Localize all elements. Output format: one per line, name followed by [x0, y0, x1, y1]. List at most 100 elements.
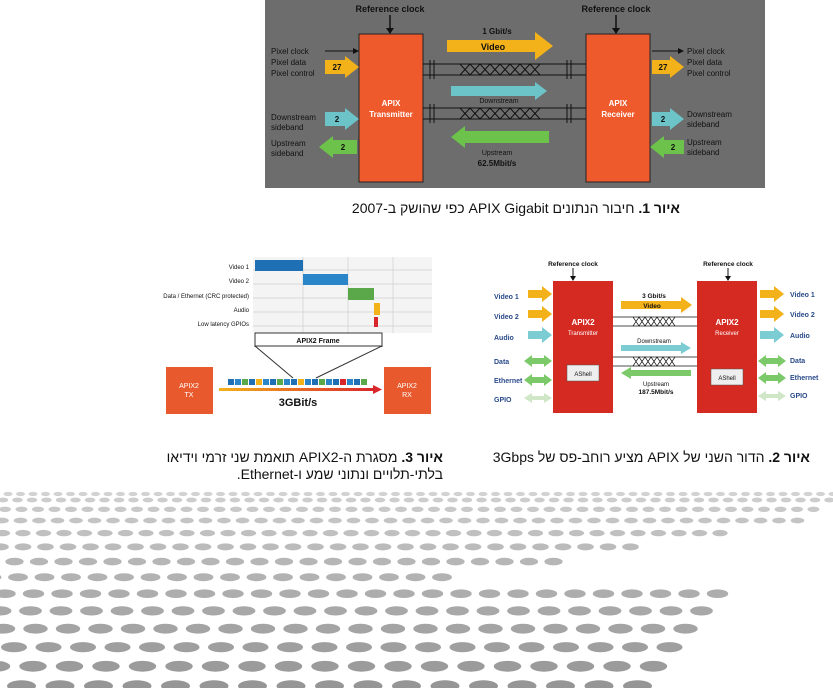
decorative-dot — [53, 491, 63, 497]
decorative-dot — [470, 557, 490, 566]
decorative-dot — [161, 680, 190, 688]
decorative-dot — [420, 517, 435, 524]
decorative-dot — [16, 491, 25, 497]
decorative-dot — [403, 491, 413, 497]
decorative-dot — [66, 491, 75, 497]
left-upstream-arrow — [319, 136, 357, 158]
decorative-dot — [402, 517, 416, 524]
decorative-dot — [445, 529, 462, 537]
decorative-dot — [494, 517, 509, 524]
decorative-dot — [127, 543, 144, 551]
caption-figure-1-label: איור 1. — [638, 200, 680, 216]
fig2-right-video1: Video 1 — [790, 292, 815, 299]
decorative-dot — [136, 589, 159, 598]
decorative-dot — [254, 517, 268, 524]
decorative-dot — [250, 589, 273, 598]
decorative-dot — [609, 529, 626, 537]
decorative-dot — [0, 575, 2, 580]
apix2-rx-sub: RX — [402, 392, 412, 399]
decorative-dot — [198, 517, 213, 524]
fig2-ref-clock-right: Reference clock — [703, 261, 753, 268]
decorative-dot — [128, 660, 157, 672]
decorative-dot — [599, 543, 617, 551]
decorative-dot — [274, 660, 303, 672]
decorative-dot — [621, 497, 632, 503]
decorative-dot — [242, 642, 269, 653]
decorative-dot — [353, 491, 363, 497]
decorative-dot — [28, 491, 38, 497]
decorative-dot — [272, 517, 287, 524]
decorative-dot — [416, 491, 425, 497]
decorative-dot — [120, 623, 146, 634]
decorative-dot — [395, 506, 407, 512]
fig2-tx-ashell-label: AShell — [574, 372, 591, 378]
decorative-dot — [244, 497, 255, 503]
decorative-dot — [477, 506, 490, 512]
decorative-dot — [608, 623, 633, 634]
decorative-dot — [166, 491, 175, 497]
decorative-dot — [348, 557, 367, 566]
apix-receiver-block — [585, 33, 651, 183]
decorative-dot — [311, 660, 339, 672]
decorative-dot — [165, 660, 193, 672]
decorative-dot — [503, 491, 513, 497]
decorative-dot — [664, 497, 676, 503]
decorative-dot — [671, 529, 687, 537]
decorative-dot — [106, 517, 120, 524]
decorative-dot — [543, 506, 556, 512]
decorative-dot — [315, 680, 344, 688]
decorative-dot — [278, 491, 288, 497]
decorative-dot — [273, 497, 284, 503]
fig2-tx-title: APIX2 — [571, 318, 595, 327]
decorative-dot — [97, 529, 113, 537]
decorative-dot — [55, 497, 67, 503]
decorative-dot — [261, 529, 277, 537]
decorative-dot — [250, 623, 276, 634]
decorative-dot — [790, 517, 805, 524]
decorative-dot — [737, 497, 748, 503]
decorative-dot — [0, 606, 12, 616]
decorative-dot — [191, 491, 200, 497]
transmitter-subtitle: Transmitter — [369, 110, 413, 119]
caption-figure-3-label: איור 3. — [401, 449, 443, 465]
decorative-dot — [348, 623, 373, 634]
decorative-dot — [616, 491, 625, 497]
decorative-dot — [543, 623, 568, 634]
right-downstream-label-1: Downstream — [687, 110, 732, 119]
decorative-dot — [113, 497, 125, 503]
fig2-rx-title: APIX2 — [715, 318, 739, 327]
decorative-dot — [78, 557, 98, 566]
decorative-dot — [421, 557, 441, 566]
apix2-rate-label: 3GBit/s — [279, 397, 318, 409]
fig2-upstream-rate: 187.5Mbit/s — [638, 389, 673, 396]
decorative-dot — [179, 529, 195, 537]
decorative-dot — [193, 573, 214, 582]
decorative-dot — [476, 517, 490, 524]
decorative-dot — [692, 506, 704, 512]
figure-2-apix2-diagram: Reference clock Reference clock APIX2 Tr… — [480, 253, 833, 425]
decorative-dot — [532, 543, 549, 551]
decorative-dot — [510, 623, 536, 634]
ref-clock-left-label: Reference clock — [355, 4, 425, 14]
decorative-dot — [322, 529, 339, 537]
right-downstream-width: 2 — [661, 115, 666, 124]
right-pixel-clock-label: Pixel clock — [687, 47, 726, 56]
decorative-dot — [178, 491, 188, 497]
decorative-dot — [708, 506, 721, 512]
decorative-dot — [626, 506, 638, 512]
decorative-dot — [598, 606, 622, 616]
apix2-tx-block — [166, 367, 213, 414]
decorative-dot — [138, 529, 154, 537]
upstream-rate-label: 62.5Mbit/s — [478, 159, 517, 168]
decorative-dot — [606, 497, 618, 503]
decorative-dot — [50, 517, 65, 524]
decorative-dot — [828, 491, 833, 497]
caption-figure-1: איור 1. חיבור הנתונים APIX Gigabit כפי ש… — [300, 200, 680, 217]
decorative-dot — [114, 573, 134, 582]
decorative-dot — [61, 573, 81, 582]
decorative-dot — [279, 506, 292, 512]
decorative-dot — [428, 491, 438, 497]
decorative-dot — [341, 491, 350, 497]
decorative-dot — [307, 543, 324, 551]
decorative-dot — [15, 529, 31, 537]
